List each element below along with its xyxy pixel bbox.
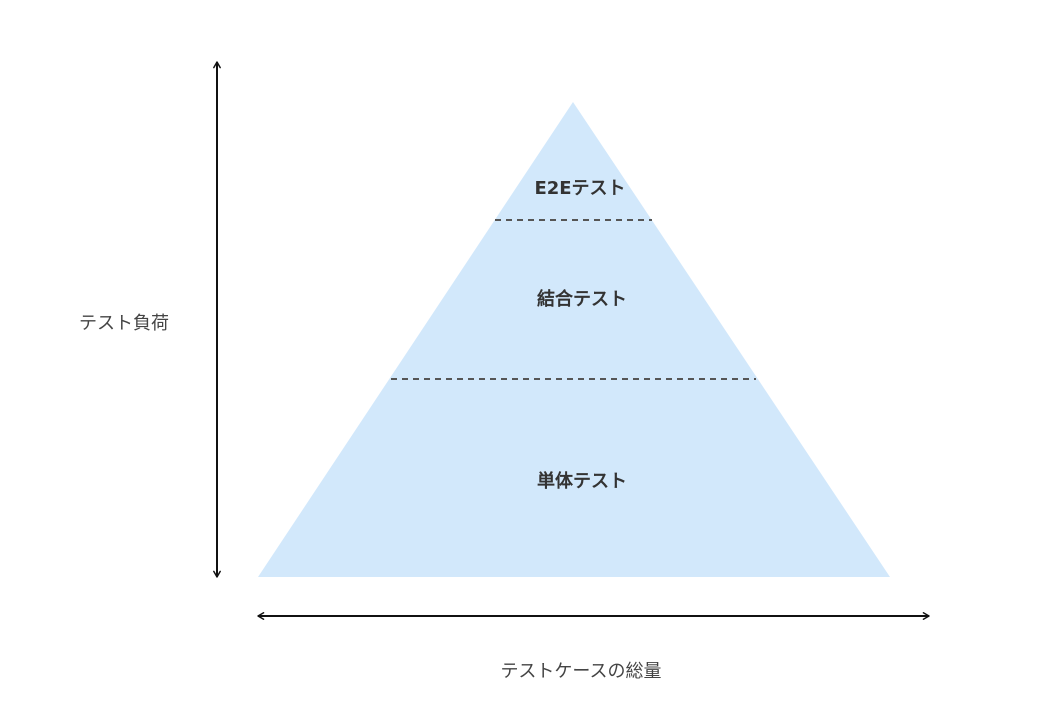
- vertical-axis-label: テスト負荷: [79, 313, 169, 334]
- pyramid-triangle: [258, 102, 890, 577]
- layer-label-e2e: E2Eテスト: [534, 178, 625, 199]
- horizontal-axis-label: テストケースの総量: [500, 661, 661, 682]
- layer-label-integration: 結合テスト: [537, 288, 627, 310]
- layer-label-unit: 単体テスト: [537, 470, 627, 492]
